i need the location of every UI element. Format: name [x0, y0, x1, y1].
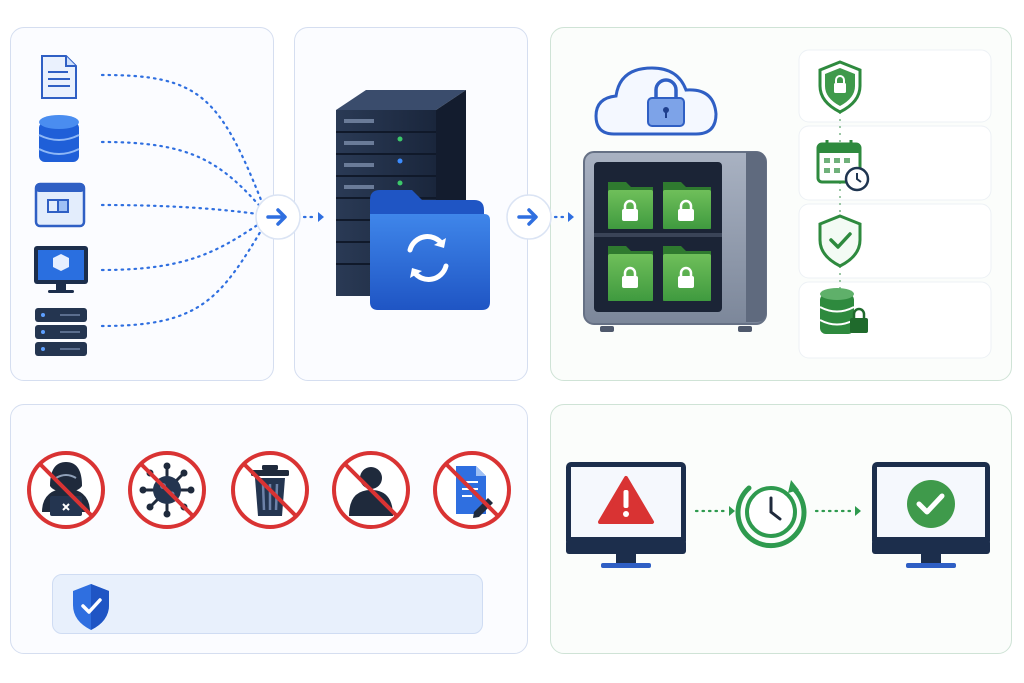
alert-monitor-icon — [566, 462, 686, 568]
ok-monitor-icon — [872, 462, 990, 568]
cloud-lock-icon — [594, 66, 718, 136]
unauthorized-user-blocked-icon — [332, 451, 410, 529]
document-icon — [41, 55, 77, 99]
shield-lock-icon — [818, 60, 862, 114]
hacker-blocked-icon — [27, 451, 105, 529]
server-rack-icon — [35, 308, 87, 356]
protection-status-bar — [52, 574, 483, 634]
deletion-blocked-icon — [231, 451, 309, 529]
restore-clock-icon — [735, 480, 807, 549]
protected-shield-icon — [73, 584, 109, 630]
browser-window-icon — [34, 182, 86, 228]
sync-folder-icon — [370, 190, 490, 310]
vault-safe-icon — [583, 151, 767, 332]
file-tampering-blocked-icon — [433, 451, 511, 529]
source-connectors — [100, 73, 267, 328]
database-lock-icon — [819, 288, 868, 334]
database-icon — [38, 115, 80, 162]
monitor-app-icon — [34, 246, 88, 293]
virus-blocked-icon — [128, 451, 206, 529]
shield-check-icon — [818, 214, 862, 268]
flow-arrow-1 — [255, 194, 324, 240]
flow-arrow-2 — [506, 194, 574, 240]
calendar-clock-icon — [816, 140, 870, 192]
